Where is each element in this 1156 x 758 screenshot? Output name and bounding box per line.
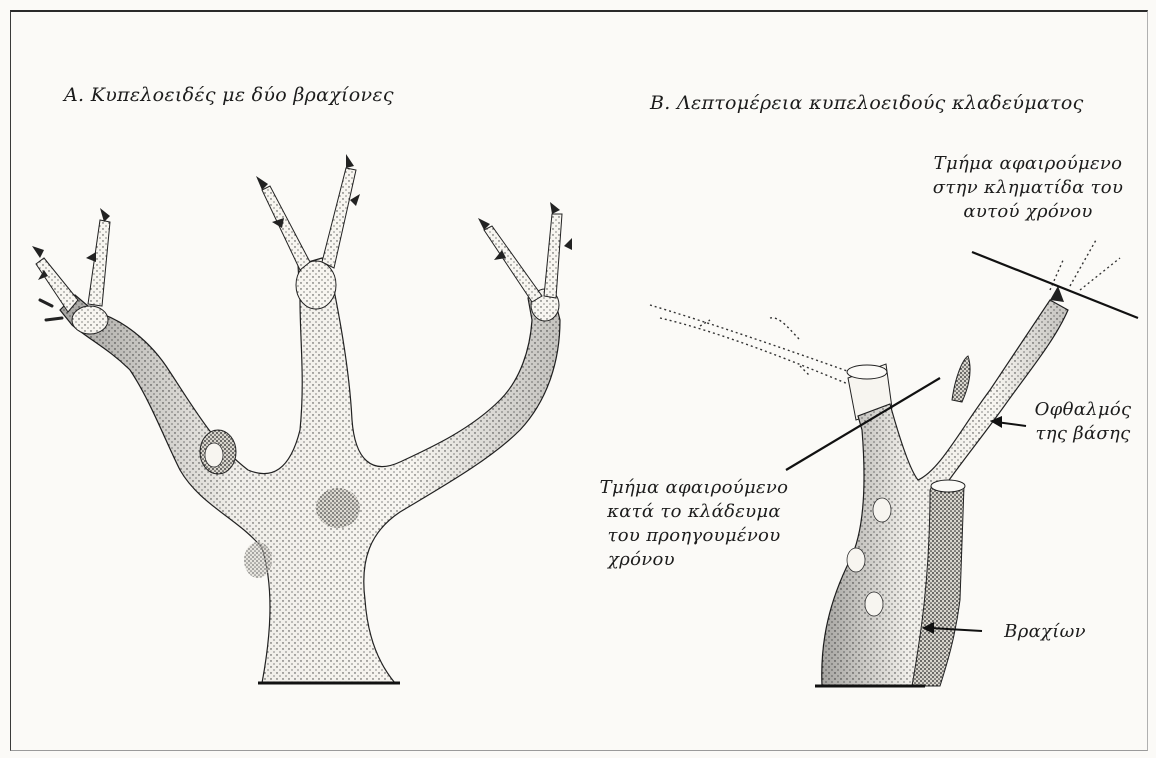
removed-shoot-current-year <box>1050 240 1120 290</box>
label-base-eye: Οφθαλμός της βάσης <box>1028 398 1138 446</box>
label-line: Τμήμα αφαιρούμενο <box>594 476 794 500</box>
label-line: της βάσης <box>1028 422 1138 446</box>
goblet-vine-drawing <box>32 154 572 683</box>
label-arm: Βραχίων <box>990 620 1100 644</box>
label-line: κατά το κλάδευμα <box>594 500 794 524</box>
label-line: χρόνου <box>594 548 794 572</box>
label-line: Τμήμα αφαιρούμενο <box>918 152 1138 176</box>
label-line: Οφθαλμός <box>1028 398 1138 422</box>
label-removed-previous-year: Τμήμα αφαιρούμενο κατά το κλάδευμα του π… <box>594 476 794 572</box>
removed-shoot-previous-year <box>650 305 850 384</box>
label-removed-current-year: Τμήμα αφαιρούμενο στην κληματίδα του αυτ… <box>918 152 1138 224</box>
label-line: στην κληματίδα του <box>918 176 1138 200</box>
base-eye-bud <box>952 356 970 402</box>
label-line: αυτού χρόνου <box>918 200 1138 224</box>
label-line: του προηγουμένου <box>594 524 794 548</box>
